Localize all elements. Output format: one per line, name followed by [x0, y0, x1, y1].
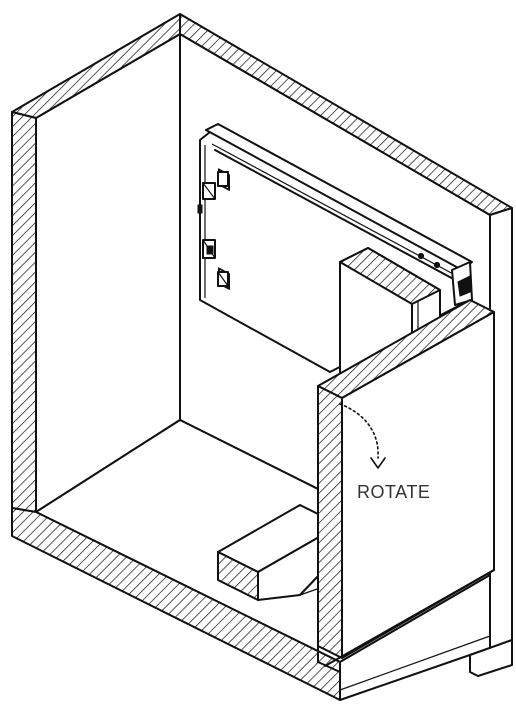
rear-panel [339, 247, 441, 389]
plinth-foot [469, 639, 513, 677]
left-wall-front-edge [11, 111, 37, 513]
rotate-annotation: ROTATE [339, 403, 430, 502]
front-door [317, 299, 495, 673]
rotate-arrow-icon [339, 403, 379, 459]
rotate-label: ROTATE [357, 482, 430, 502]
